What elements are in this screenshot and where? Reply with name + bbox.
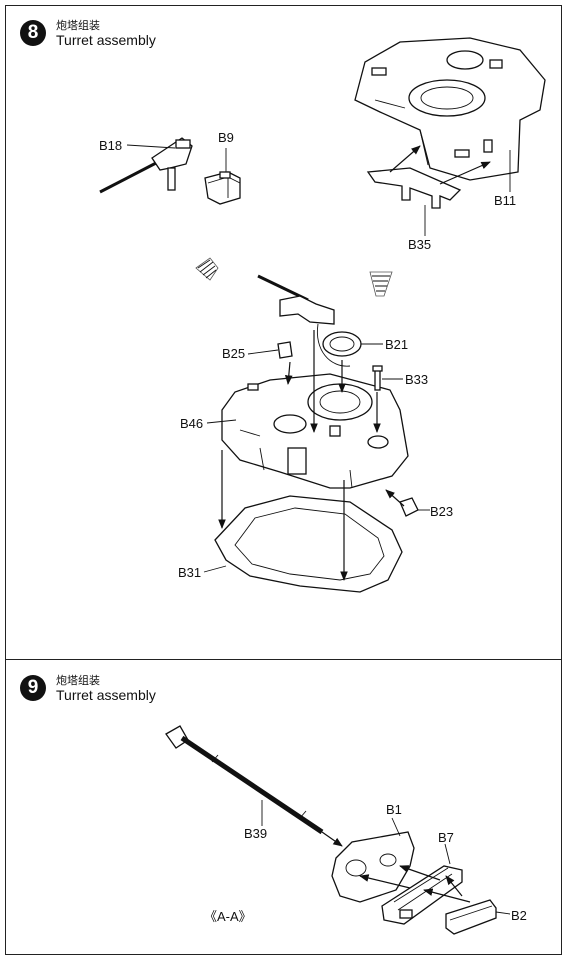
turret-mg-mount [257,274,351,367]
turret-shell-b11 [354,37,546,181]
hatch-marker-right [369,271,393,297]
label-b21: B21 [385,337,408,352]
step-8-title-cn: 炮塔组装 [56,19,100,32]
part-b23 [399,497,419,517]
part-b25 [277,341,293,359]
turret-floor-b31 [214,495,403,593]
label-b31: B31 [178,565,201,580]
label-b39: B39 [244,826,267,841]
part-b33 [372,365,383,391]
gun-barrel-b39 [165,725,343,847]
hatch-part-b21 [322,331,362,357]
step-9-title-en: Turret assembly [56,687,156,703]
label-b11: B11 [494,193,516,208]
hatch-marker-left [195,257,219,281]
label-b35: B35 [408,237,431,252]
turret-base-plate-b35 [366,167,462,209]
turret-assembly-main [221,373,409,489]
step-9-title-cn: 炮塔组装 [56,674,100,687]
label-b1: B1 [386,802,402,817]
label-b9: B9 [218,130,234,145]
step-divider [5,659,562,660]
step-8-title-en: Turret assembly [56,32,156,48]
step-8-badge: 8 [20,20,46,46]
label-b18: B18 [99,138,122,153]
machine-gun-b18 [99,137,193,194]
label-b33: B33 [405,372,428,387]
label-b7: B7 [438,830,454,845]
gun-mount-b7 [381,865,463,925]
step-9-badge: 9 [20,675,46,701]
ammo-box-b9 [204,171,241,205]
label-b2: B2 [511,908,527,923]
part-b2 [445,899,497,935]
label-b25: B25 [222,346,245,361]
label-b46: B46 [180,416,203,431]
section-label-a-a: 《A-A》 [204,909,252,924]
label-b23: B23 [430,504,453,519]
